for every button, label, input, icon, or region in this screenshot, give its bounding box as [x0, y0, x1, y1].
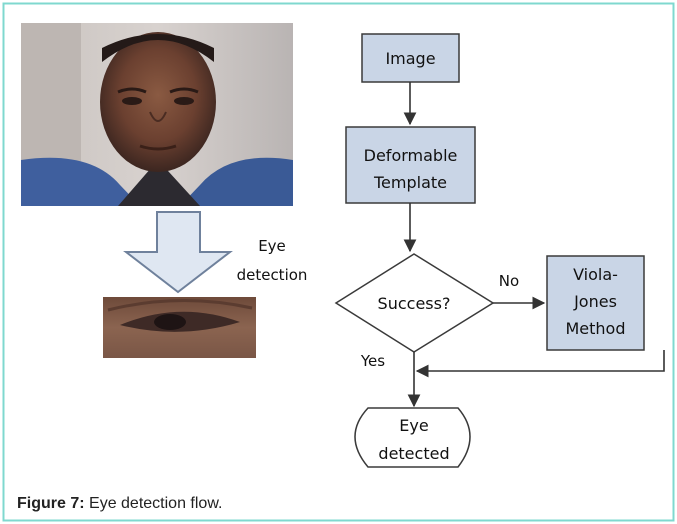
arrow-viola-return: [415, 350, 665, 378]
face-photo: [21, 23, 293, 206]
viola-jones-label-line2: Jones: [573, 292, 617, 311]
eye-detection-label-line1: Eye: [258, 237, 286, 255]
figure-caption-text: Eye detection flow.: [89, 495, 223, 512]
eye-detected-terminal: [354, 407, 471, 468]
eye-detection-label-line2: detection: [237, 266, 308, 284]
deformable-template-box: [345, 126, 476, 204]
viola-jones-label-line1: Viola-: [573, 265, 618, 284]
eye-detected-label-line1: Eye: [399, 416, 428, 435]
figure-caption-label: Figure 7:: [17, 495, 85, 512]
success-decision-label: Success?: [378, 294, 451, 313]
eye-detected-label-line2: detected: [378, 444, 449, 463]
figure-caption: Figure 7: Eye detection flow.: [17, 495, 222, 513]
no-label: No: [499, 272, 519, 290]
image-box: [361, 33, 460, 83]
image-box-label: Image: [385, 49, 435, 68]
deformable-template-label-line1: Deformable: [364, 146, 458, 165]
yes-label: Yes: [360, 352, 385, 370]
deformable-template-label-line2: Template: [373, 173, 447, 192]
viola-jones-box: [546, 255, 645, 351]
down-arrow-icon: [123, 211, 233, 294]
viola-jones-label-line3: Method: [565, 319, 625, 338]
eye-crop-photo: [103, 297, 256, 358]
